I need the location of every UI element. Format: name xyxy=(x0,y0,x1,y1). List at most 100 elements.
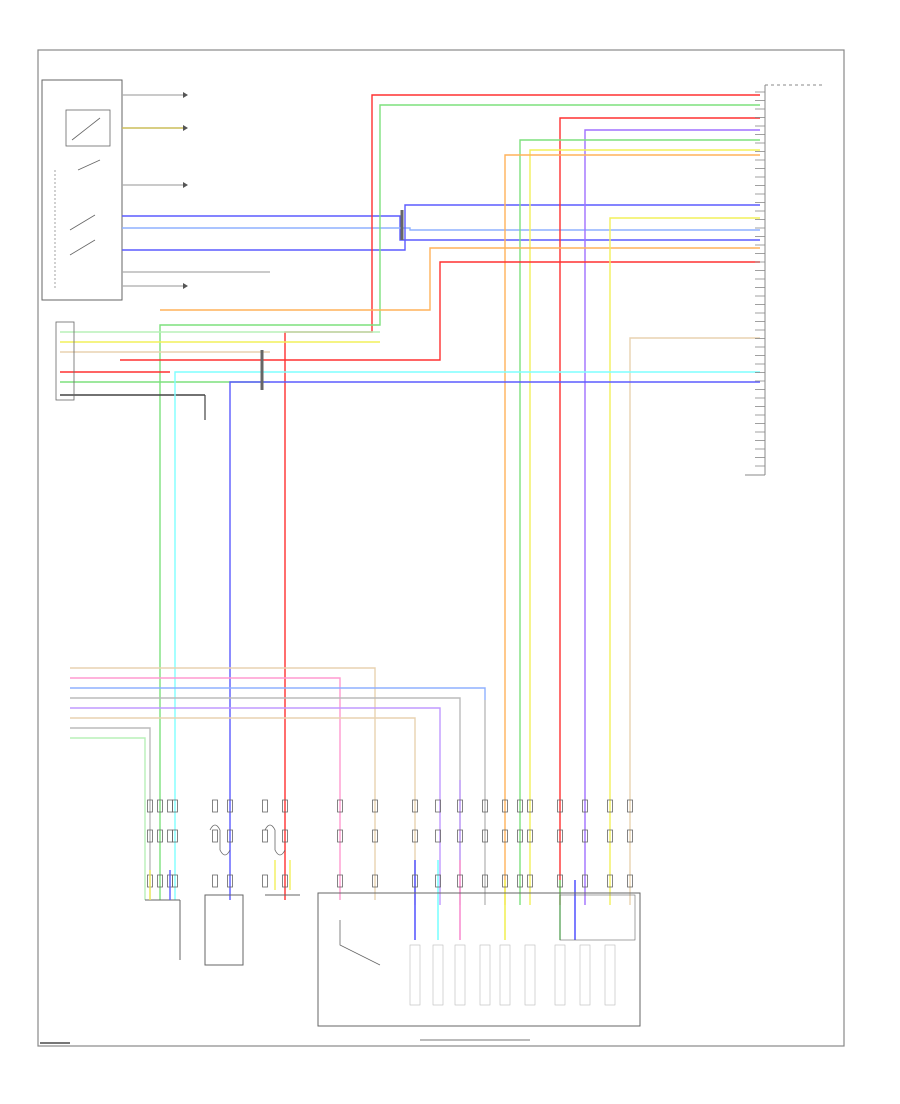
wire-green xyxy=(159,104,760,900)
connector-pin-mark xyxy=(607,799,613,813)
connector-pin-mark xyxy=(627,799,633,813)
wire-red xyxy=(120,261,760,361)
connector-arrow-icon xyxy=(183,125,188,131)
wire-light-green xyxy=(70,737,146,900)
connector-pin-mark xyxy=(412,874,418,888)
transmission-switch-icon xyxy=(339,920,381,966)
connector-pin-mark xyxy=(435,799,441,813)
connector-pin-mark xyxy=(435,829,441,843)
connector-pin-mark xyxy=(157,829,163,843)
range-switch-lever xyxy=(77,159,101,171)
connector-pin-mark xyxy=(157,874,163,888)
connector-pin-mark xyxy=(457,874,463,888)
connector-pin-mark xyxy=(337,799,343,813)
connector-pin-mark xyxy=(227,874,233,888)
solenoid xyxy=(479,944,491,1006)
connector-pin-mark xyxy=(517,874,523,888)
connector-pin-mark xyxy=(527,874,533,888)
wire-violet xyxy=(70,707,441,905)
transmission-drops xyxy=(414,700,576,940)
solenoid xyxy=(554,944,566,1006)
range-switch-lever xyxy=(69,239,96,256)
diagram-frame xyxy=(37,49,845,1047)
transmission-assembly xyxy=(317,892,641,1041)
connector-pin-mark xyxy=(147,799,153,813)
connector-pin-mark xyxy=(412,829,418,843)
range-switch-lever xyxy=(69,214,96,231)
transmission-control-module xyxy=(745,84,825,476)
connector-pin-mark xyxy=(262,829,268,843)
connector-pin-mark xyxy=(557,799,563,813)
connector-pin-mark xyxy=(412,799,418,813)
connector-pin-mark xyxy=(212,799,218,813)
connector-pin-mark xyxy=(227,799,233,813)
left-sensor xyxy=(145,870,181,960)
connector-pin-mark xyxy=(582,874,588,888)
connector-pin-mark xyxy=(517,829,523,843)
solenoid xyxy=(604,944,616,1006)
wire-tan xyxy=(70,667,376,900)
brake-switch-body xyxy=(55,321,75,401)
connector-pin-mark xyxy=(502,799,508,813)
connector-pin-mark xyxy=(282,829,288,843)
connector-pin-mark xyxy=(172,799,178,813)
wire-orange xyxy=(504,154,760,905)
connector-arrow-icon xyxy=(183,92,188,98)
wire-red xyxy=(559,117,760,905)
connector-pin-mark xyxy=(527,799,533,813)
solenoid xyxy=(579,944,591,1006)
connector-pin-mark xyxy=(607,829,613,843)
connector-pin-mark xyxy=(147,829,153,843)
switch-stubs xyxy=(122,92,270,289)
middle-sensor xyxy=(204,824,244,966)
wire-yellow xyxy=(609,217,760,905)
connector-pin-mark xyxy=(157,799,163,813)
wire-orange xyxy=(160,247,760,311)
connector-pin-mark xyxy=(262,799,268,813)
range-switch-body xyxy=(41,79,123,301)
connector-pin-mark xyxy=(627,874,633,888)
wire-tan xyxy=(70,717,416,905)
connector-pin-mark xyxy=(372,799,378,813)
wire-blue xyxy=(229,381,760,900)
wire-light-blue xyxy=(122,227,760,231)
connector-pin-mark xyxy=(502,829,508,843)
module-pins xyxy=(755,91,765,467)
connector-pin-mark xyxy=(607,874,613,888)
solenoid xyxy=(454,944,466,1006)
solenoid xyxy=(524,944,536,1006)
transmission-inner-block xyxy=(559,894,636,941)
range-switch-contact xyxy=(71,117,101,141)
connector-pin-mark xyxy=(582,829,588,843)
range-switch-housing xyxy=(65,109,111,147)
connector-pin-mark xyxy=(627,829,633,843)
wire-gray xyxy=(70,727,151,900)
wire-cyan xyxy=(174,371,760,900)
connector-pin-mark xyxy=(517,799,523,813)
connector-pin-mark xyxy=(172,829,178,843)
connector-pin-mark xyxy=(482,829,488,843)
solenoid-group xyxy=(409,944,616,1006)
wire-gray xyxy=(70,697,461,905)
wire-pink xyxy=(70,677,341,900)
connector-pin-mark xyxy=(372,874,378,888)
connector-pin-mark xyxy=(212,829,218,843)
connector-pin-mark xyxy=(557,874,563,888)
connector-pin-mark xyxy=(282,874,288,888)
wire-tan xyxy=(629,337,760,905)
connector-pin-mark xyxy=(227,829,233,843)
connector-pin-mark xyxy=(482,799,488,813)
solenoid xyxy=(432,944,444,1006)
wire-light-blue xyxy=(70,687,486,700)
connector-pin-mark xyxy=(457,799,463,813)
connector-pin-mark xyxy=(372,829,378,843)
solenoid xyxy=(409,944,421,1006)
switch-to-module-wires xyxy=(122,204,760,251)
connector-arrow-icon xyxy=(183,283,188,289)
wire-yellow xyxy=(529,149,760,905)
connector-pin-mark xyxy=(527,829,533,843)
range-switch xyxy=(41,79,123,301)
connector-pin-mark xyxy=(167,829,173,843)
